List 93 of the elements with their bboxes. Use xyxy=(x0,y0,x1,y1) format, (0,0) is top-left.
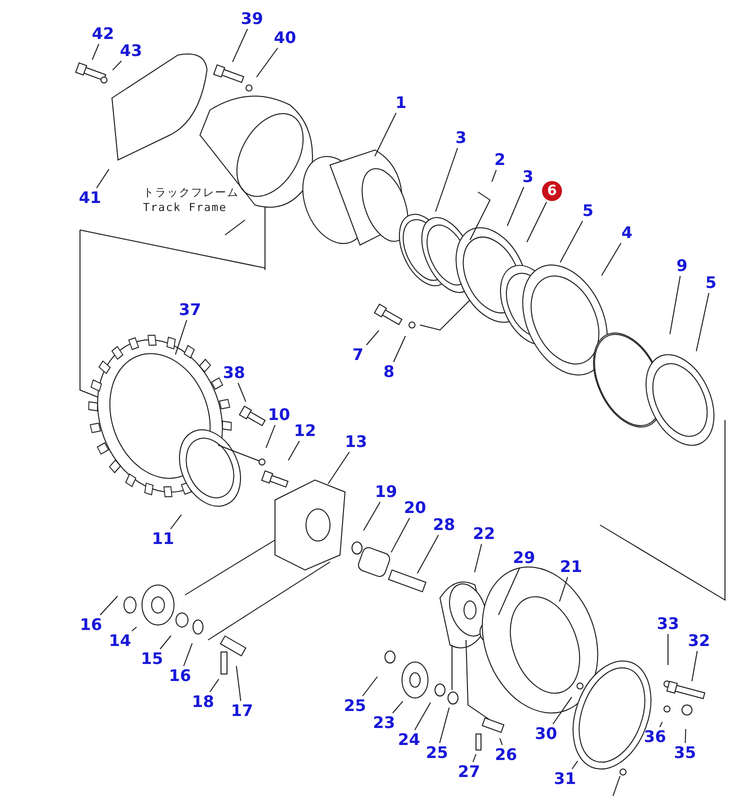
leader-line xyxy=(414,702,432,730)
callout-number: 3 xyxy=(522,168,534,186)
callout-number: 15 xyxy=(140,650,164,668)
leader-line xyxy=(684,728,686,744)
leader-line xyxy=(363,502,381,531)
leader-line xyxy=(435,148,458,212)
leader-line xyxy=(390,518,410,553)
callout-number: 29 xyxy=(512,549,536,567)
callout-number: 26 xyxy=(494,746,518,764)
callout-number: 18 xyxy=(192,693,214,711)
callout-number: 33 xyxy=(656,615,680,633)
callout-number: 40 xyxy=(274,29,296,47)
callout-number: 42 xyxy=(92,25,114,43)
callout-number: 23 xyxy=(372,714,396,732)
leader-line xyxy=(366,330,380,346)
leader-line xyxy=(526,202,548,243)
leader-line xyxy=(659,721,663,728)
callout-number: 30 xyxy=(534,725,558,743)
leader-line xyxy=(691,650,698,682)
leader-line xyxy=(472,754,476,762)
frame-label: トラックフレーム xyxy=(143,185,239,200)
callout-number: 13 xyxy=(344,433,368,451)
callout-number: 12 xyxy=(294,422,316,440)
callout-number: 38 xyxy=(222,364,246,382)
leader-line xyxy=(696,292,710,352)
leader-line xyxy=(209,678,220,692)
callout-number: 6 xyxy=(542,181,562,201)
callout-number: 5 xyxy=(582,202,594,220)
callout-number: 4 xyxy=(621,224,633,242)
leader-line xyxy=(288,440,300,461)
callout-number: 31 xyxy=(554,770,576,788)
leader-line xyxy=(374,112,397,157)
leader-line xyxy=(560,220,584,263)
leader-line xyxy=(112,60,122,71)
leader-line xyxy=(232,28,248,62)
callout-number: 10 xyxy=(268,406,290,424)
callout-number: 24 xyxy=(398,731,420,749)
callout-number: 28 xyxy=(432,516,456,534)
callout-number: 21 xyxy=(560,558,582,576)
leader-line xyxy=(238,382,246,402)
callout-number: 36 xyxy=(644,728,666,746)
leader-line xyxy=(266,424,276,448)
callout-number: 25 xyxy=(344,697,366,715)
callout-number: 25 xyxy=(426,744,448,762)
leader-line xyxy=(439,707,450,744)
callout-number: 11 xyxy=(152,530,174,548)
callout-number: 20 xyxy=(404,499,426,517)
callout-number: 37 xyxy=(178,301,202,319)
callout-number: 27 xyxy=(458,763,480,781)
leader-line xyxy=(174,320,188,356)
callout-number: 7 xyxy=(352,346,364,364)
leader-line xyxy=(506,186,524,226)
leader-line xyxy=(491,170,497,182)
leader-line xyxy=(601,242,622,276)
leader-line xyxy=(170,514,182,530)
callout-number: 32 xyxy=(688,632,710,650)
leader-line xyxy=(100,596,118,616)
callout-number: 8 xyxy=(383,363,395,381)
leader-line xyxy=(669,276,681,335)
leader-line xyxy=(393,336,406,362)
callout-number: 3 xyxy=(455,129,467,147)
leader-line xyxy=(499,738,503,746)
leader-line xyxy=(552,696,572,724)
callout-number: 41 xyxy=(78,189,102,207)
callout-number: 39 xyxy=(240,10,264,28)
leader-line xyxy=(474,544,482,573)
leader-line xyxy=(416,534,439,574)
callout-number: 43 xyxy=(120,42,142,60)
callout-number: 17 xyxy=(230,702,254,720)
leader-line xyxy=(392,700,404,714)
callout-number: 22 xyxy=(472,525,496,543)
callout-number: 14 xyxy=(108,632,132,650)
callout-number: 2 xyxy=(494,151,506,169)
leader-line xyxy=(236,665,242,702)
callout-number: 35 xyxy=(674,744,696,762)
callout-number: 9 xyxy=(676,257,688,275)
leader-line xyxy=(256,48,278,78)
leader-line xyxy=(96,168,110,188)
leader-line xyxy=(328,452,350,484)
leader-line xyxy=(131,626,138,632)
frame-label: Track Frame xyxy=(143,201,227,214)
leader-line xyxy=(183,642,193,666)
callout-number: 19 xyxy=(374,483,398,501)
leader-line xyxy=(362,676,378,696)
leader-line xyxy=(498,568,520,616)
leader-line xyxy=(572,760,578,770)
leader-line xyxy=(160,635,172,650)
callout-number: 16 xyxy=(168,667,192,685)
callout-number: 1 xyxy=(395,94,407,112)
callout-number: 5 xyxy=(705,274,717,292)
leader-line xyxy=(558,576,568,602)
leader-line xyxy=(92,44,100,60)
callout-number: 16 xyxy=(80,616,102,634)
